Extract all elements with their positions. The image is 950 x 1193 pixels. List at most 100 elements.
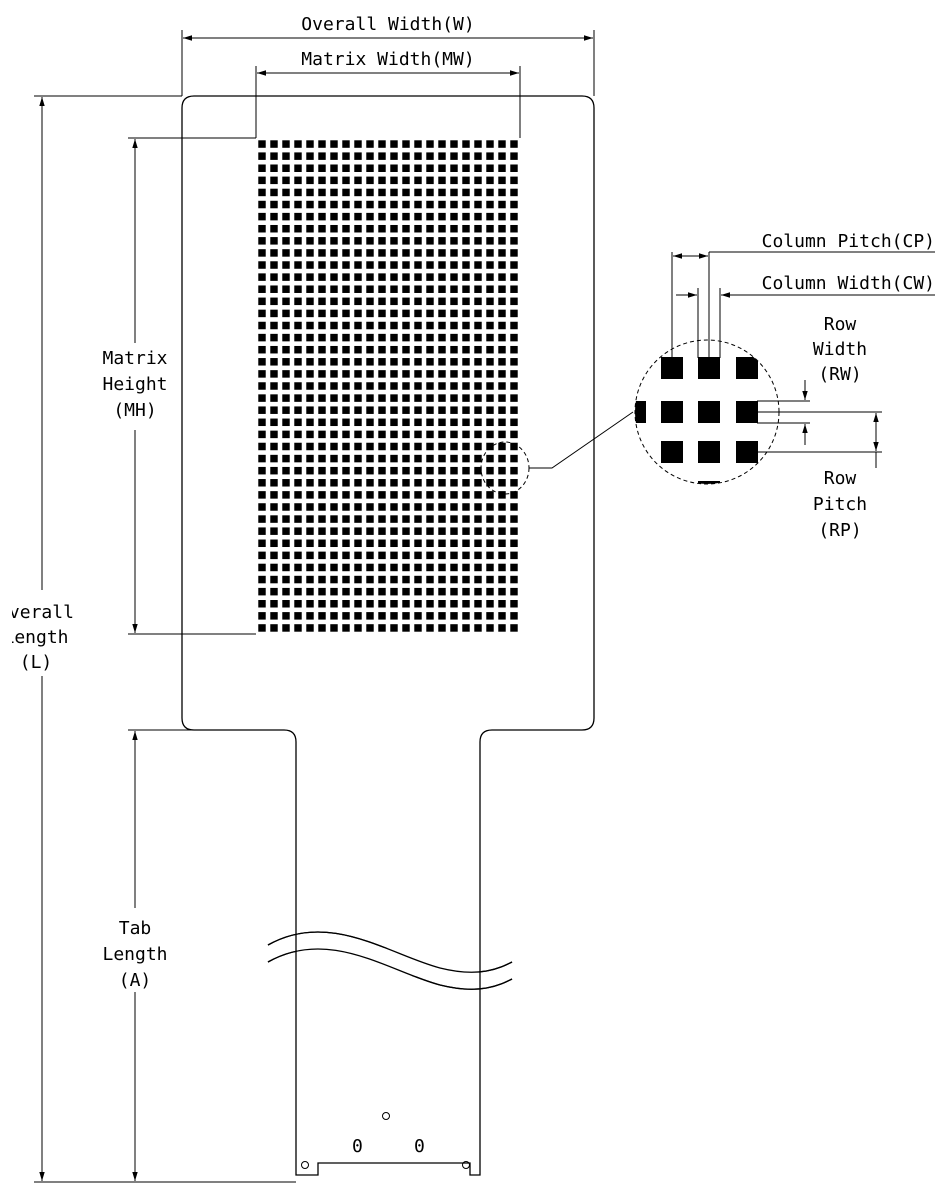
matrix-cell: [462, 551, 470, 560]
matrix-cell: [486, 612, 494, 620]
matrix-cell: [282, 479, 290, 487]
matrix-cell: [270, 515, 278, 523]
matrix-cell: [366, 152, 374, 160]
detail-leader-line: [529, 411, 634, 469]
matrix-cell: [306, 382, 314, 390]
matrix-cell: [450, 612, 458, 620]
matrix-cell: [258, 273, 266, 281]
matrix-cell: [258, 152, 266, 160]
matrix-cell: [438, 285, 446, 293]
matrix-cell: [426, 370, 434, 378]
matrix-cell: [366, 563, 374, 572]
matrix-cell: [294, 164, 302, 172]
matrix-cell: [510, 212, 518, 221]
matrix-cell: [282, 418, 290, 427]
matrix-cell: [282, 309, 290, 318]
matrix-cell: [498, 515, 506, 523]
matrix-cell: [498, 551, 506, 560]
matrix-cell: [438, 224, 446, 233]
matrix-cell: [294, 285, 302, 293]
matrix-cell: [462, 575, 470, 584]
matrix-cell: [486, 297, 494, 306]
matrix-cell: [306, 176, 314, 185]
matrix-cell: [330, 466, 338, 475]
connector-hole-left: [301, 1161, 309, 1169]
matrix-cell: [378, 261, 386, 269]
matrix-cell: [342, 176, 350, 185]
matrix-cell: [450, 140, 458, 148]
matrix-cell: [366, 212, 374, 221]
matrix-cell: [282, 249, 290, 257]
matrix-cell: [330, 406, 338, 414]
matrix-cell: [318, 600, 326, 608]
matrix-cell: [486, 575, 494, 584]
matrix-cell: [390, 370, 398, 378]
matrix-cell: [354, 237, 362, 245]
matrix-cell: [378, 491, 386, 499]
zoom-cell: [698, 357, 720, 379]
matrix-cell: [378, 164, 386, 172]
matrix-cell: [306, 212, 314, 221]
matrix-cell: [450, 430, 458, 439]
matrix-cell: [330, 333, 338, 342]
matrix-cell: [318, 575, 326, 584]
matrix-cell: [402, 491, 410, 499]
matrix-cell: [414, 563, 422, 572]
matrix-cell: [486, 224, 494, 233]
matrix-cell: [498, 261, 506, 269]
matrix-cell: [378, 224, 386, 233]
matrix-cell: [390, 261, 398, 269]
matrix-cell: [402, 479, 410, 487]
matrix-cell: [450, 491, 458, 499]
matrix-cell: [354, 539, 362, 548]
matrix-cell: [342, 491, 350, 499]
matrix-cell: [342, 200, 350, 209]
matrix-cell: [510, 358, 518, 366]
matrix-cell: [282, 575, 290, 584]
matrix-cell: [330, 358, 338, 366]
matrix-cell: [474, 624, 482, 632]
matrix-cell: [318, 358, 326, 366]
matrix-cell: [462, 491, 470, 499]
matrix-cell: [342, 515, 350, 523]
matrix-cell: [294, 575, 302, 584]
matrix-cell: [270, 600, 278, 608]
matrix-cell: [330, 273, 338, 281]
matrix-cell: [390, 152, 398, 160]
matrix-cell: [390, 140, 398, 148]
matrix-cell: [450, 563, 458, 572]
matrix-cell: [282, 273, 290, 281]
matrix-cell: [378, 297, 386, 306]
row-width-label-2: Width: [813, 339, 867, 360]
detail-zoom-view: [634, 339, 780, 485]
matrix-cell: [270, 503, 278, 511]
matrix-cell: [414, 200, 422, 209]
matrix-cell: [282, 370, 290, 378]
matrix-cell: [510, 370, 518, 378]
matrix-cell: [294, 563, 302, 572]
matrix-cell: [426, 273, 434, 281]
matrix-cell: [390, 563, 398, 572]
matrix-cell: [402, 345, 410, 354]
matrix-cell: [390, 491, 398, 499]
matrix-cell: [366, 321, 374, 330]
matrix-cell: [342, 442, 350, 451]
matrix-cell: [330, 563, 338, 572]
matrix-cell: [450, 370, 458, 378]
matrix-cell: [426, 382, 434, 390]
matrix-cell: [402, 382, 410, 390]
matrix-cell: [270, 333, 278, 342]
matrix-cell: [354, 285, 362, 293]
matrix-cell: [510, 321, 518, 330]
matrix-cell: [306, 551, 314, 560]
matrix-cell: [450, 394, 458, 402]
matrix-cell: [258, 176, 266, 185]
matrix-cell: [486, 212, 494, 221]
matrix-cell: [270, 370, 278, 378]
matrix-cell: [450, 285, 458, 293]
matrix-cell: [402, 249, 410, 257]
matrix-cell: [462, 237, 470, 245]
matrix-cell: [462, 563, 470, 572]
matrix-cell: [258, 285, 266, 293]
matrix-cell: [474, 345, 482, 354]
